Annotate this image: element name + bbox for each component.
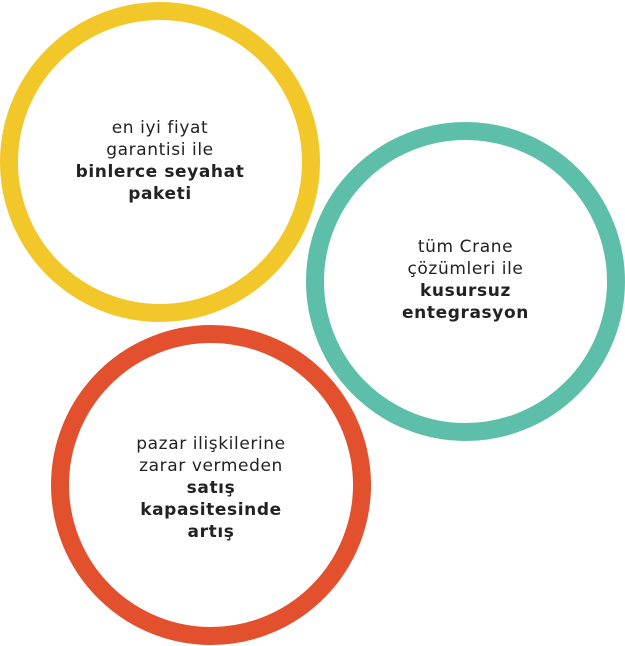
circle-line: zarar vermeden xyxy=(139,456,283,476)
circle-integration-text: tüm Crane çözümleri ile kusursuz entegra… xyxy=(402,236,529,324)
circle-best-price-text: en iyi fiyat garantisi ile binlerce seya… xyxy=(76,117,245,205)
circle-line-bold: satış xyxy=(186,478,236,498)
circle-line-bold: entegrasyon xyxy=(402,302,529,323)
circle-line: pazar ilişkilerine xyxy=(136,434,286,454)
circle-best-price: en iyi fiyat garantisi ile binlerce seya… xyxy=(0,2,320,322)
circle-line: garantisi ile xyxy=(106,140,214,160)
circle-line-bold: paketi xyxy=(128,184,192,204)
circle-line-bold: artış xyxy=(187,522,235,542)
circle-line-bold: kusursuz xyxy=(420,280,511,301)
circle-line: tüm Crane xyxy=(417,236,514,257)
circle-sales-capacity-text: pazar ilişkilerine zarar vermeden satış … xyxy=(136,433,285,543)
circle-line: çözümleri ile xyxy=(407,258,524,279)
circle-integration: tüm Crane çözümleri ile kusursuz entegra… xyxy=(306,122,625,441)
circle-line-bold: kapasitesinde xyxy=(140,500,282,520)
circle-line-bold: binlerce seyahat xyxy=(75,162,245,182)
circle-sales-capacity: pazar ilişkilerine zarar vermeden satış … xyxy=(51,325,371,645)
circle-line: en iyi fiyat xyxy=(111,118,209,138)
